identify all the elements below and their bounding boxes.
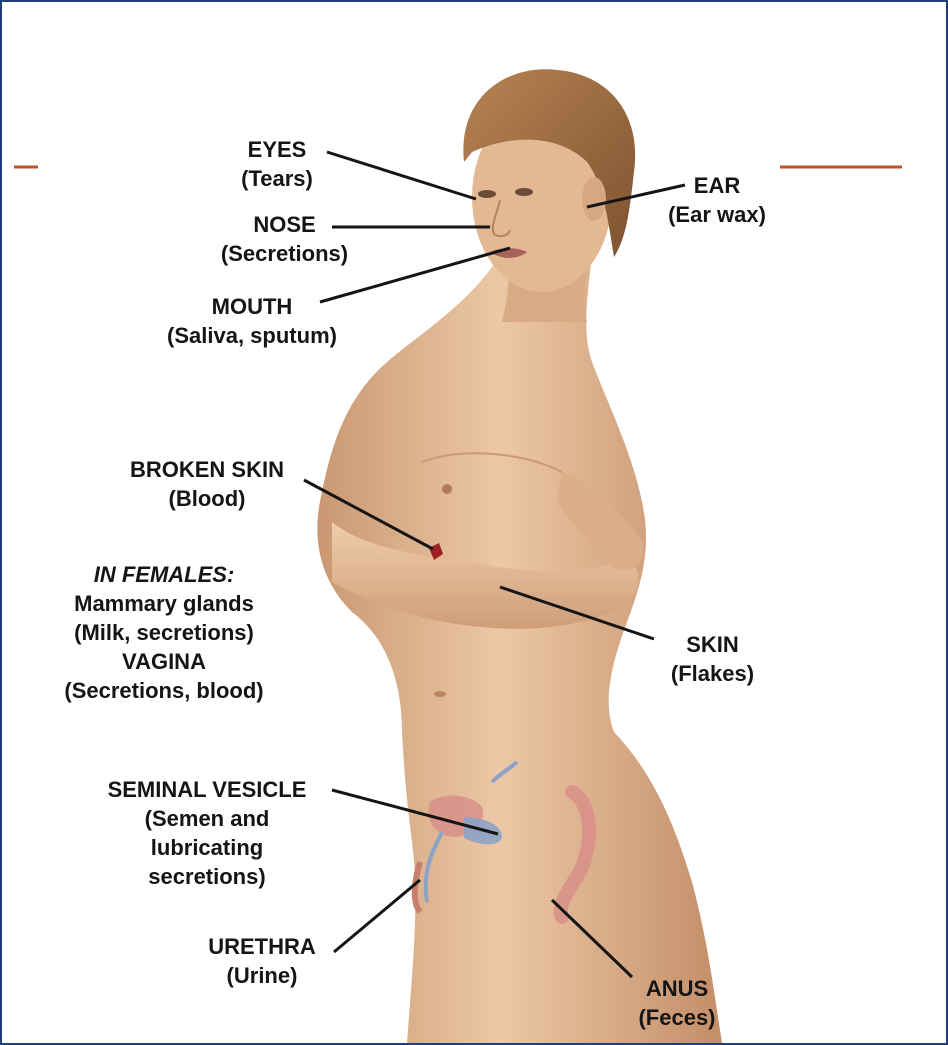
label-in-females-heading: IN FEMALES: bbox=[14, 560, 314, 589]
right-eye bbox=[515, 188, 533, 196]
label-eyes-name: EYES bbox=[222, 135, 332, 164]
label-skin: SKIN (Flakes) bbox=[650, 630, 775, 688]
label-skin-name: SKIN bbox=[650, 630, 775, 659]
label-broken-skin-name: BROKEN SKIN bbox=[107, 455, 307, 484]
label-urethra-secretion: (Urine) bbox=[187, 961, 337, 990]
label-in-females: IN FEMALES: Mammary glands (Milk, secret… bbox=[14, 560, 314, 705]
label-broken-skin-secretion: (Blood) bbox=[107, 484, 307, 513]
label-mouth: MOUTH (Saliva, sputum) bbox=[137, 292, 367, 350]
label-nose: NOSE (Secretions) bbox=[202, 210, 367, 268]
label-ear: EAR (Ear wax) bbox=[652, 171, 782, 229]
label-mammary-secretion: (Milk, secretions) bbox=[14, 618, 314, 647]
ear-shape bbox=[582, 177, 606, 221]
left-eye bbox=[478, 190, 496, 198]
label-urethra: URETHRA (Urine) bbox=[187, 932, 337, 990]
label-ear-name: EAR bbox=[652, 171, 782, 200]
nipple bbox=[442, 484, 452, 494]
label-mouth-secretion: (Saliva, sputum) bbox=[137, 321, 367, 350]
label-seminal-vesicle: SEMINAL VESICLE (Semen and lubricating s… bbox=[87, 775, 327, 891]
label-anus-name: ANUS bbox=[617, 974, 737, 1003]
leader-urethra bbox=[334, 880, 420, 952]
navel bbox=[434, 691, 446, 697]
label-broken-skin: BROKEN SKIN (Blood) bbox=[107, 455, 307, 513]
label-anus-secretion: (Feces) bbox=[617, 1003, 737, 1032]
label-anus: ANUS (Feces) bbox=[617, 974, 737, 1032]
label-ear-secretion: (Ear wax) bbox=[652, 200, 782, 229]
label-vagina-secretion: (Secretions, blood) bbox=[14, 676, 314, 705]
label-mouth-name: MOUTH bbox=[137, 292, 367, 321]
label-urethra-name: URETHRA bbox=[187, 932, 337, 961]
label-vagina: VAGINA bbox=[14, 647, 314, 676]
label-mammary-glands: Mammary glands bbox=[14, 589, 314, 618]
label-seminal-vesicle-line3: secretions) bbox=[87, 862, 327, 891]
label-eyes: EYES (Tears) bbox=[222, 135, 332, 193]
label-eyes-secretion: (Tears) bbox=[222, 164, 332, 193]
label-seminal-vesicle-name: SEMINAL VESICLE bbox=[87, 775, 327, 804]
label-nose-secretion: (Secretions) bbox=[202, 239, 367, 268]
label-seminal-vesicle-line2: lubricating bbox=[87, 833, 327, 862]
label-skin-secretion: (Flakes) bbox=[650, 659, 775, 688]
label-nose-name: NOSE bbox=[202, 210, 367, 239]
leader-eyes bbox=[327, 152, 476, 199]
label-seminal-vesicle-line1: (Semen and bbox=[87, 804, 327, 833]
